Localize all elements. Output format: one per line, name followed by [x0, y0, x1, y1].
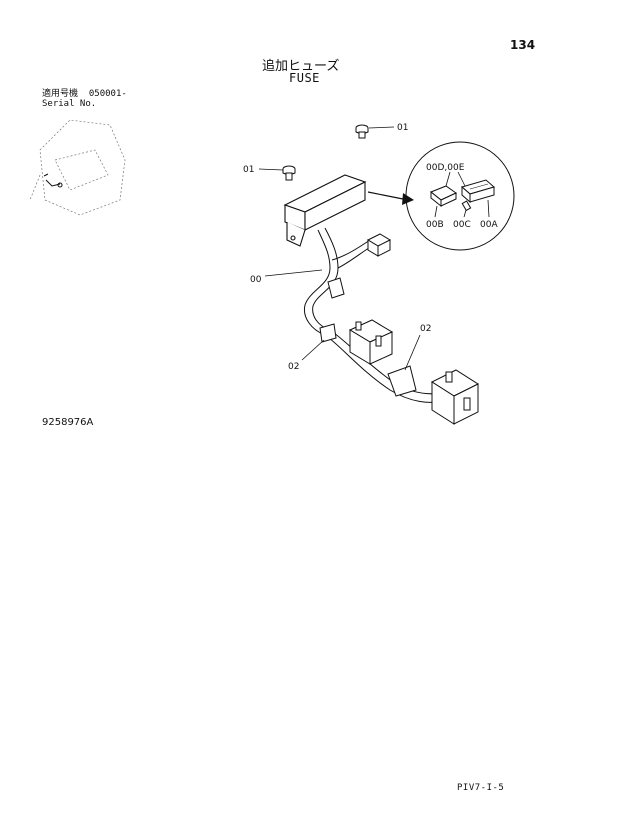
clamp-left-icon	[319, 323, 337, 343]
clip-sleeve	[327, 277, 345, 299]
serial-label-en: Serial No.	[42, 99, 97, 109]
title-english: FUSE	[289, 71, 320, 85]
bolt-top-icon	[355, 124, 369, 139]
serial-value: 050001-	[88, 89, 127, 99]
callout-00-harness: 00	[250, 275, 262, 285]
page-number: 134	[510, 38, 536, 52]
detail-parts	[430, 179, 496, 212]
detail-circle	[405, 141, 515, 251]
fuse-box	[283, 174, 367, 247]
callout-00c: 00C	[453, 220, 471, 230]
serial-block: 適用号機 050001- Serial No.	[42, 89, 127, 109]
connector-middle	[348, 319, 394, 365]
machine-thumbnail	[29, 119, 126, 216]
location-marker-icon	[43, 173, 63, 188]
callout-02-right: 02	[420, 324, 431, 334]
callout-02-left: 02	[288, 362, 299, 372]
clamp-right-icon	[387, 365, 417, 397]
callout-00b: 00B	[426, 220, 444, 230]
callout-00d-00e: 00D,00E	[426, 163, 465, 173]
title-japanese: 追加ヒューズ	[262, 59, 340, 74]
connector-top	[366, 233, 392, 257]
footer-code: PIV7-I-5	[457, 783, 505, 793]
wire-harness	[303, 227, 449, 403]
callout-00a: 00A	[480, 220, 498, 230]
bolt-left-icon	[282, 165, 296, 181]
callout-01-left: 01	[243, 165, 254, 175]
serial-label-jp: 適用号機	[42, 89, 79, 99]
callout-01-top: 01	[397, 123, 408, 133]
figure-id: 9258976A	[42, 417, 94, 428]
connector-right	[430, 369, 480, 425]
